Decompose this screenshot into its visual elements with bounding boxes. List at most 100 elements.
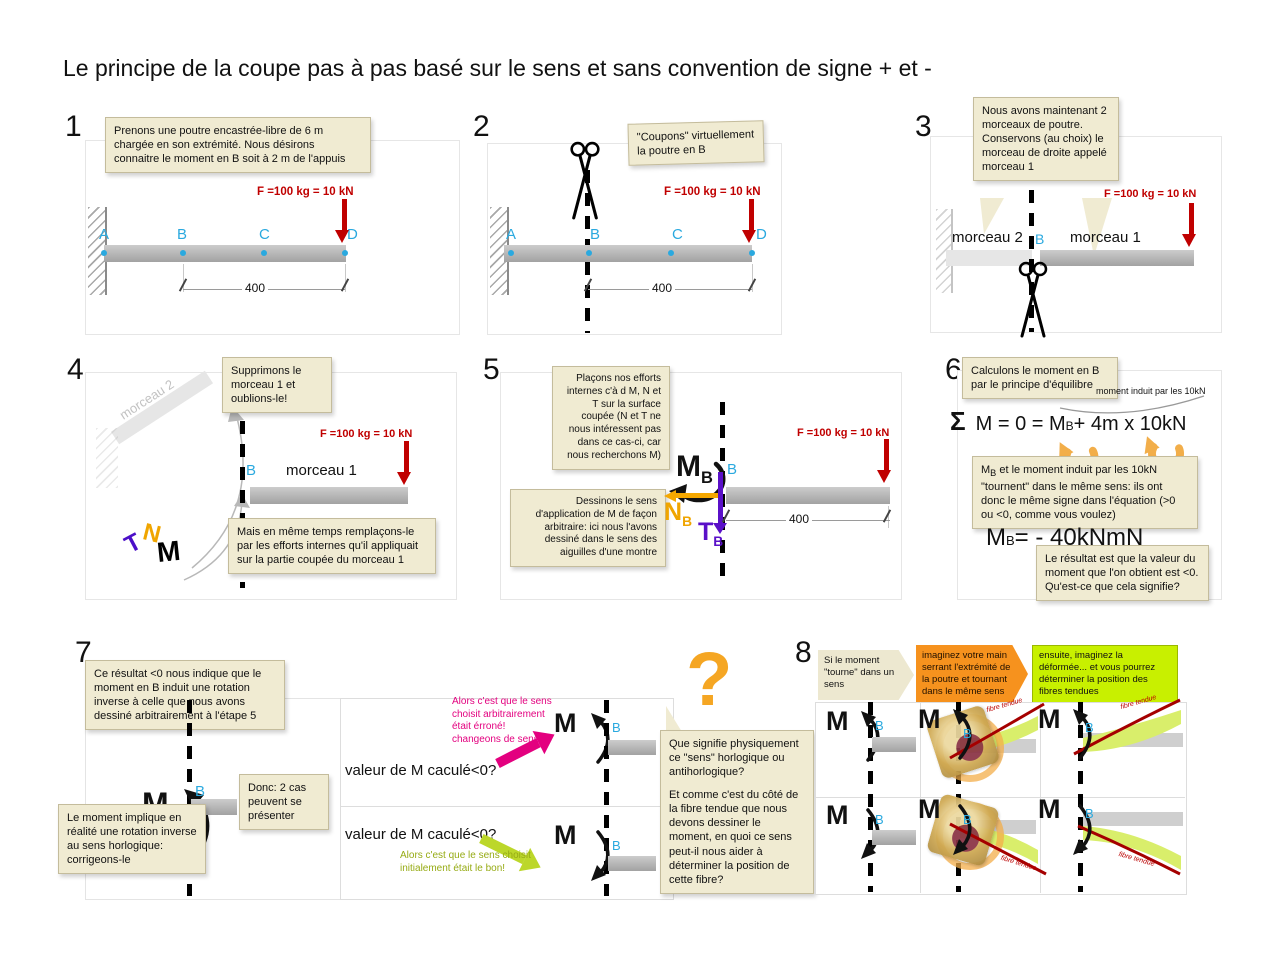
force-arrow <box>1189 203 1194 235</box>
m-label: M <box>676 450 701 483</box>
point-a-label: A <box>506 226 517 243</box>
m-symbol: M <box>918 794 941 824</box>
step2-panel <box>487 143 782 335</box>
m-symbol: M <box>1038 794 1061 824</box>
dim-label: 400 <box>649 281 676 295</box>
force-label: F =100 kg = 10 kN <box>1104 188 1197 200</box>
force-arrow <box>404 441 409 473</box>
cut-line <box>1078 702 1083 892</box>
cut-line <box>240 398 245 588</box>
m-symbol: M <box>554 820 577 850</box>
deformed-beam-up <box>1083 710 1181 752</box>
force-label: F =100 kg = 10 kN <box>320 428 413 440</box>
step8-box1: Si le moment "tourne" dans un sens <box>818 650 914 700</box>
step2-number: 2 <box>473 110 490 143</box>
m-symbol: M <box>826 800 849 830</box>
page-title: Le principe de la coupe pas à pas basé s… <box>63 55 932 81</box>
beam-piece-1 <box>250 487 408 504</box>
moment-arc-cw <box>953 804 972 855</box>
m-symbol: M <box>826 706 849 736</box>
fibre-tendue-curve <box>949 822 1047 876</box>
force-arrow <box>342 199 347 232</box>
dim-ext <box>888 506 889 528</box>
fibre-tendue-curve <box>949 702 1045 760</box>
point-b-label: B <box>612 838 621 853</box>
cut-line <box>868 702 873 892</box>
shear-force-arrow <box>718 472 723 524</box>
point-b-label: B <box>727 461 738 478</box>
m-symbol: M <box>1038 704 1061 734</box>
morceau1-label: morceau 1 <box>286 462 357 479</box>
point-d-label: D <box>756 226 767 243</box>
step3-callout: Nous avons maintenant 2 morceaux de pout… <box>973 97 1119 182</box>
step1-number: 1 <box>65 110 82 143</box>
case2-question: valeur de M caculé<0? <box>345 826 497 843</box>
equilibrium-equation: Σ M = 0 = M B + 4m x 10kN <box>950 406 1186 437</box>
step8-box3: ensuite, imaginez la déformée... et vous… <box>1032 645 1178 703</box>
step3-number: 3 <box>915 110 932 143</box>
force-arrowhead-icon <box>335 230 349 243</box>
dim-ext <box>345 264 346 292</box>
cut-line <box>1029 190 1034 332</box>
point-d-dot <box>342 250 348 256</box>
moment-arc-ccw <box>1073 709 1092 760</box>
beam <box>104 245 346 262</box>
point-b-label: B <box>195 783 206 800</box>
moment-arc-cw <box>591 830 610 881</box>
question-mark-icon: ? <box>686 637 733 722</box>
mb-symbol: MB <box>676 450 713 488</box>
point-c-dot <box>261 250 267 256</box>
beam-stub <box>1083 812 1183 826</box>
beam-piece-1 <box>1040 250 1194 266</box>
case1-question: valeur de M caculé<0? <box>345 762 497 779</box>
point-c-dot <box>668 250 674 256</box>
b-sub: B <box>701 469 713 487</box>
force-arrowhead-icon <box>1182 234 1196 247</box>
beam-stub <box>872 830 916 845</box>
morceau2-label: morceau 2 <box>952 229 1023 246</box>
m-label: M <box>986 524 1006 551</box>
force-arrow <box>749 199 754 232</box>
point-d-dot <box>749 250 755 256</box>
step7-question-callout: Que signifie physiquement ce "sens" horl… <box>660 730 814 894</box>
normal-force-arrow <box>676 493 722 498</box>
annotation-curve <box>1059 395 1205 414</box>
morceau1-label: morceau 1 <box>1070 229 1141 246</box>
moment-arc-ccw <box>953 709 972 760</box>
force-arrowhead-icon <box>397 472 411 485</box>
question-p2: Et comme c'est du côté de la fibre tendu… <box>669 789 799 886</box>
force-arrowhead-icon <box>877 470 891 483</box>
b-sub: B <box>713 534 724 549</box>
point-b-label: B <box>590 226 601 243</box>
point-b-label: B <box>1035 231 1045 247</box>
point-b-dot <box>180 250 186 256</box>
beam-piece-1 <box>726 487 890 504</box>
step5-callout-bottom: Dessinons le sens d'application de M de … <box>510 489 666 567</box>
m-symbol: M <box>918 704 941 734</box>
m-symbol: M <box>554 708 577 738</box>
normal-force-arrowhead-icon <box>664 490 676 502</box>
step8-number: 8 <box>795 636 812 669</box>
step5-callout-top: Plaçons nos efforts internes c'à d M, N … <box>552 366 670 470</box>
b-sub: B <box>682 514 692 529</box>
step4-callout-top: Supprimons le morceau 1 et oublions-le! <box>222 357 332 414</box>
point-b-label: B <box>963 726 972 741</box>
sigma-symbol: Σ <box>950 406 966 436</box>
step1-callout: Prenons une poutre encastrée-libre de 6 … <box>105 117 371 174</box>
case1-answer: Alors c'est que le sens choisit arbitrai… <box>452 696 552 745</box>
point-a-dot <box>508 250 514 256</box>
point-a-dot <box>101 250 107 256</box>
beam-stub <box>872 737 916 752</box>
point-b-label: B <box>963 812 972 827</box>
nb-symbol: NB <box>664 498 692 529</box>
point-b-label: B <box>177 226 188 243</box>
beam-stub <box>608 740 656 755</box>
dim-ext <box>752 264 753 292</box>
m-label: M <box>981 464 991 476</box>
b-sub: B <box>1065 419 1074 433</box>
point-c-label: C <box>259 226 270 243</box>
m-symbol: M <box>155 534 182 569</box>
step2-callout: "Coupons" virtuellement la poutre en B <box>627 120 765 166</box>
step6-callout-bottom: Le résultat est que la valeur du moment … <box>1036 545 1209 602</box>
force-label: F =100 kg = 10 kN <box>664 186 761 198</box>
